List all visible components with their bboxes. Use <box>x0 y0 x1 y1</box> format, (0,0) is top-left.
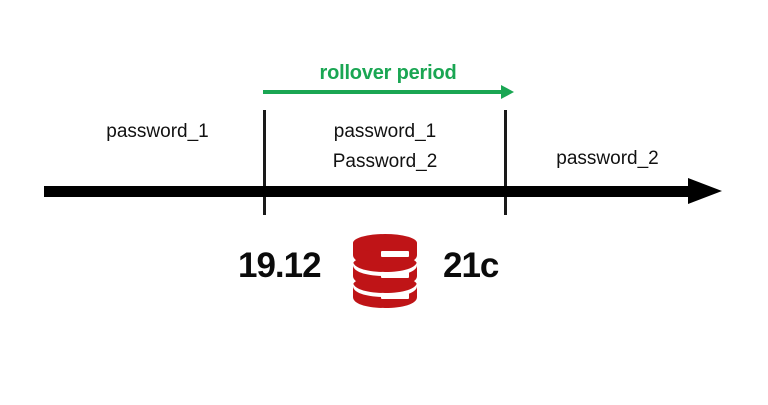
timeline-tick-start <box>263 110 266 215</box>
version-label-old: 19.12 <box>238 246 322 285</box>
timeline-tick-end <box>504 110 507 215</box>
rollover-arrow-line <box>263 90 503 94</box>
segment-line: password_1 <box>333 121 437 142</box>
segment-label-before: password_1 <box>60 117 255 147</box>
timeline-axis <box>44 186 692 197</box>
rollover-period-label: rollover period <box>319 62 457 84</box>
segment-label-during-rollover: password_1 Password_2 <box>275 117 495 177</box>
version-label-new: 21c <box>443 246 499 285</box>
segment-label-after: password_2 <box>520 144 695 174</box>
database-icon <box>347 230 423 310</box>
segment-line: Password_2 <box>332 151 438 172</box>
segment-line: password_2 <box>556 148 659 169</box>
rollover-arrow-head-icon <box>501 85 514 99</box>
segment-line: password_1 <box>106 121 209 142</box>
timeline-arrow-head-icon <box>688 178 722 204</box>
